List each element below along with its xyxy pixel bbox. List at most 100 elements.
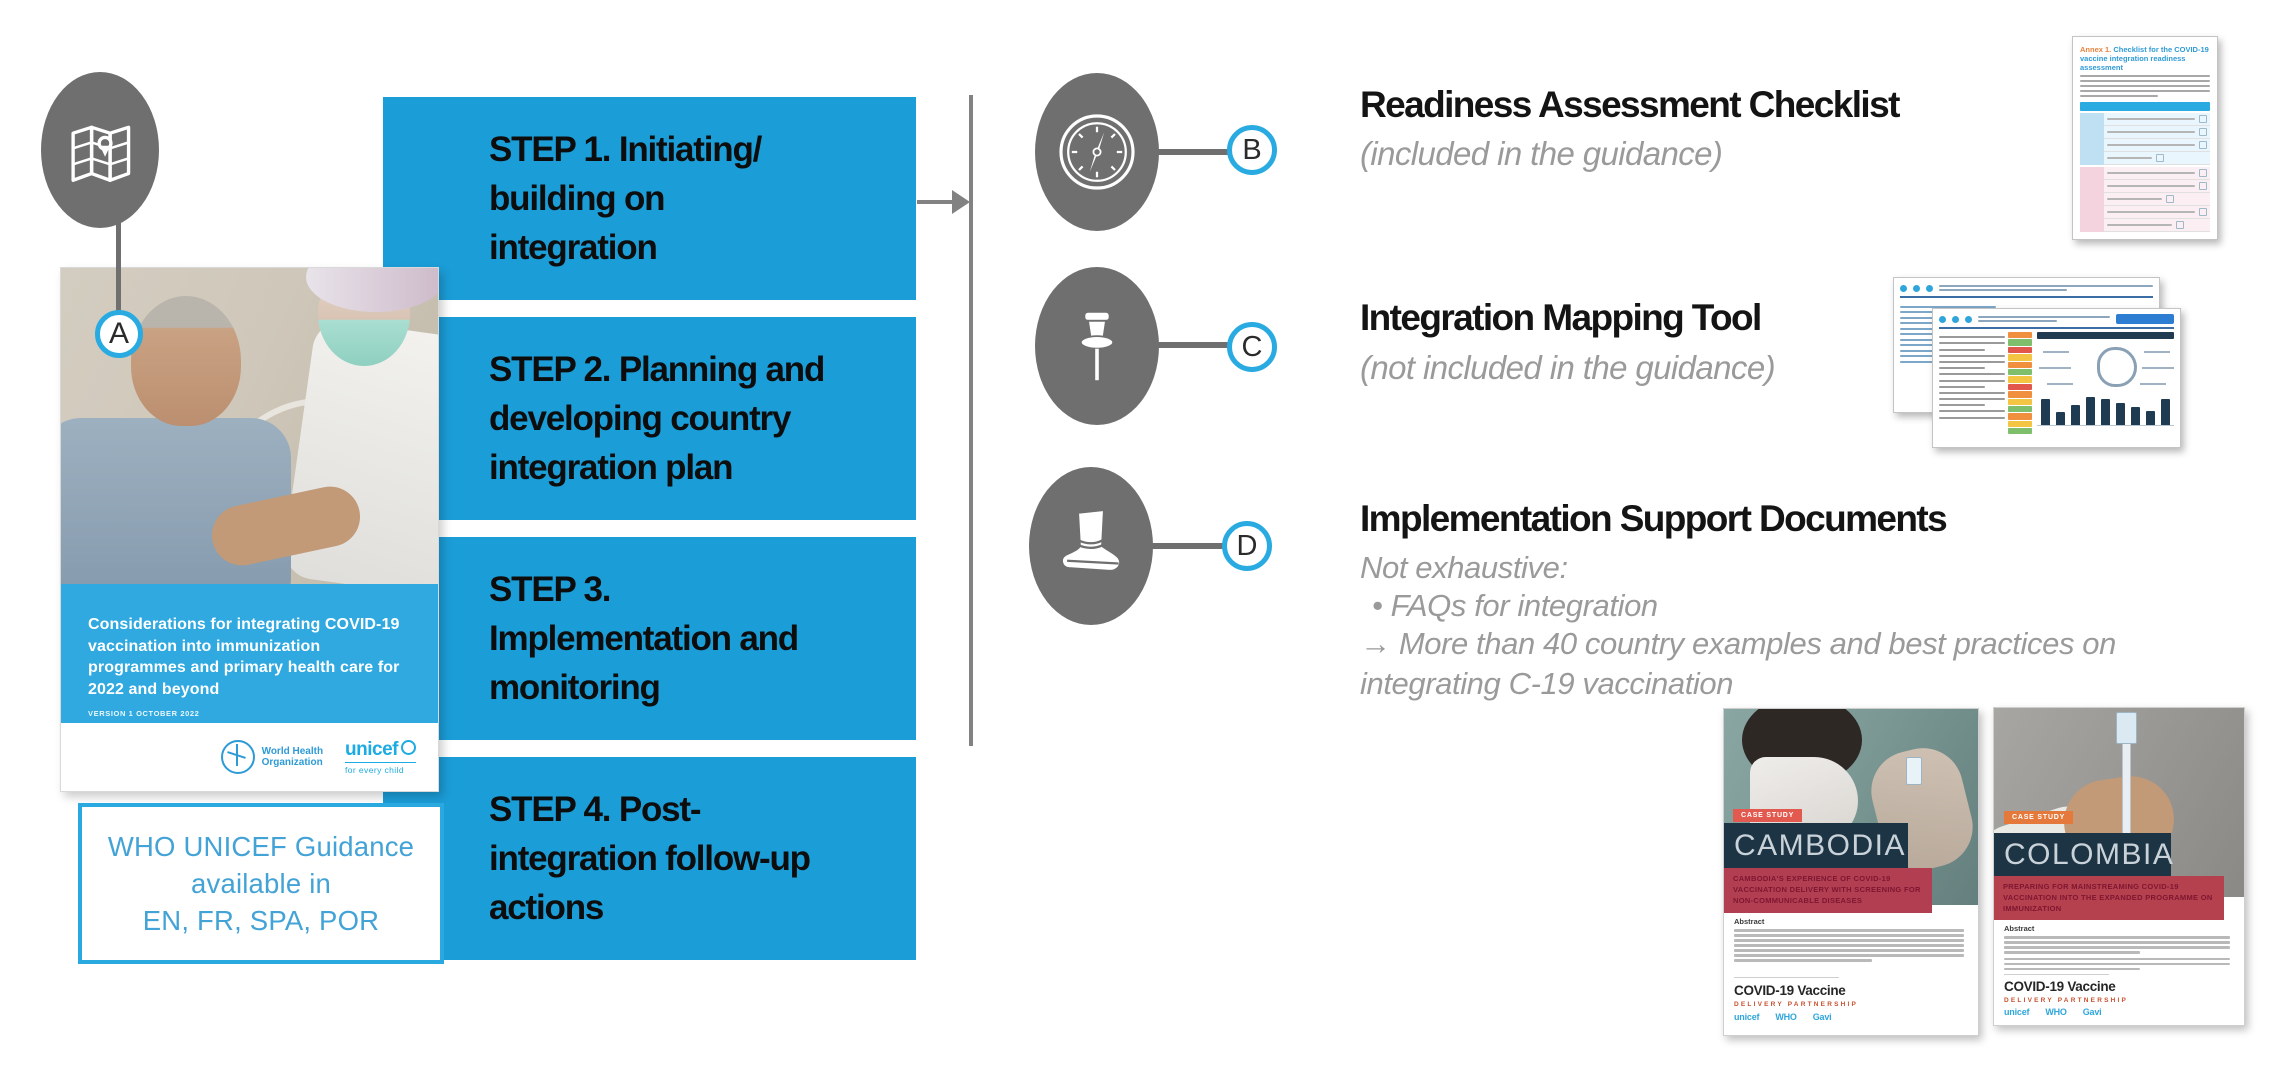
step-2-box: STEP 2. Planning and developing country …: [383, 317, 916, 520]
who-logo-line1: World Health: [261, 746, 324, 757]
folded-map-icon: [41, 72, 159, 228]
badge-c: C: [1227, 322, 1277, 372]
who-logo-small: WHO: [1775, 1012, 1797, 1022]
mapping-back-header: [1900, 283, 2153, 298]
step-3-line2: Implementation and: [489, 619, 799, 658]
colombia-divider: [2004, 974, 2109, 975]
colombia-abstract: Abstract: [2004, 924, 2230, 973]
colombia-case-study-tag: CASE STUDY: [2004, 811, 2074, 824]
case-study-card-cambodia: CASE STUDY CAMBODIA CAMBODIA'S EXPERIENC…: [1723, 708, 1979, 1036]
flow-arrow-line: [917, 200, 957, 204]
compass-icon: [1035, 73, 1159, 231]
resource-d-note-intro: Not exhaustive:: [1360, 550, 1568, 585]
step-4-line1: STEP 4. Post-: [489, 790, 702, 829]
colombia-country-name: COLOMBIA: [2004, 837, 2175, 871]
colombia-partner-logos: unicef WHO Gavi: [2004, 1007, 2102, 1017]
step-3-line3: monitoring: [489, 668, 661, 707]
checklist-thumb-title-prefix: Annex 1.: [2080, 45, 2112, 54]
colombia-abstract-label: Abstract: [2004, 924, 2035, 933]
colombia-brand: COVID-19 Vaccine: [2004, 979, 2116, 994]
mapping-front-row-labels: [1939, 332, 2005, 434]
checklist-table-header: [2080, 102, 2210, 111]
colombia-brand-sub: DELIVERY PARTNERSHIP: [2004, 997, 2129, 1004]
who-logo: World Health Organization: [220, 740, 324, 774]
resource-c-subtitle: (not included in the guidance): [1360, 349, 1776, 386]
compass-glyph: [1059, 114, 1135, 190]
who-logo-small: WHO: [2045, 1007, 2067, 1017]
cambodia-country-band: CAMBODIA: [1724, 823, 1908, 868]
resource-d-title: Implementation Support Documents: [1360, 498, 1948, 539]
step-1-line2: building on: [489, 179, 666, 218]
step-2-line3: integration plan: [489, 448, 734, 487]
mapping-tool-thumbnail-front: [1932, 308, 2181, 448]
badge-a: A: [95, 310, 143, 358]
readiness-checklist-thumbnail: Annex 1. Checklist for the COVID-19 vacc…: [2072, 36, 2218, 240]
guidance-box-line2: available in: [191, 868, 331, 899]
step-1-line1: STEP 1. Initiating/: [489, 130, 762, 169]
checklist-thumb-title: Annex 1. Checklist for the COVID-19 vacc…: [2080, 45, 2209, 72]
connector-line-b: [1157, 149, 1229, 155]
cambodia-divider: [1734, 977, 1839, 978]
step-2-line2: developing country: [489, 399, 791, 438]
step-4-line3: actions: [489, 888, 604, 927]
colombia-title-band: PREPARING FOR MAINSTREAMING COVID-19 VAC…: [1994, 876, 2224, 920]
cambodia-case-study-tag: CASE STUDY: [1733, 809, 1803, 822]
guidance-languages-box: WHO UNICEF Guidance available in EN, FR,…: [78, 803, 444, 964]
who-logo-line2: Organization: [261, 757, 323, 768]
badge-b: B: [1227, 125, 1277, 175]
unicef-logo: unicef for every child: [345, 739, 416, 775]
resource-b-title: Readiness Assessment Checklist: [1360, 84, 1900, 125]
step-1-line3: integration: [489, 228, 658, 267]
connector-line-c: [1157, 342, 1229, 348]
boot-icon: [1029, 467, 1153, 625]
cover-photo-illustration: [61, 268, 438, 584]
mapping-mini-bar-chart: [2037, 391, 2174, 426]
gavi-logo-small: Gavi: [2082, 1007, 2102, 1017]
mapping-front-header: [1939, 314, 2174, 329]
unicef-globe-icon: [401, 740, 416, 755]
unicef-wordmark: unicef: [345, 739, 398, 760]
cambodia-country-name: CAMBODIA: [1734, 828, 1907, 862]
mapping-heatmap-column: [2008, 332, 2032, 435]
unicef-logo-small: unicef: [2004, 1007, 2030, 1017]
guidance-box-line3: EN, FR, SPA, POR: [142, 905, 380, 936]
who-emblem-icon: [220, 740, 255, 774]
step-3-box: STEP 3. Implementation and monitoring: [383, 537, 916, 740]
flow-arrow-head-icon: [952, 190, 970, 214]
cambodia-abstract-label: Abstract: [1734, 917, 1765, 926]
cover-version: VERSION 1 OCTOBER 2022: [88, 709, 200, 718]
cambodia-partner-logos: unicef WHO Gavi: [1734, 1012, 1832, 1022]
colombia-country-band: COLOMBIA: [1994, 833, 2175, 876]
case-study-card-colombia: CASE STUDY COLOMBIA PREPARING FOR MAINST…: [1993, 707, 2245, 1026]
cambodia-title-band: CAMBODIA'S EXPERIENCE OF COVID-19 VACCIN…: [1724, 868, 1932, 913]
pushpin-glyph: [1079, 310, 1115, 381]
connector-line-d: [1151, 543, 1223, 549]
colombia-case-title: PREPARING FOR MAINSTREAMING COVID-19 VAC…: [2003, 882, 2213, 913]
badge-d: D: [1222, 521, 1272, 571]
checklist-table-group-pink: [2080, 167, 2210, 232]
checklist-table-group-blue: [2080, 113, 2210, 165]
cambodia-abstract: Abstract: [1734, 917, 1964, 964]
unicef-tagline: for every child: [345, 762, 416, 775]
step-1-box: STEP 1. Initiating/ building on integrat…: [383, 97, 916, 300]
connector-line-a: [116, 222, 121, 318]
cover-title: Considerations for integrating COVID-19 …: [88, 616, 400, 698]
cover-logo-band: World Health Organization unicef for eve…: [61, 723, 438, 791]
guidance-cover-document: Considerations for integrating COVID-19 …: [60, 267, 439, 792]
step-3-line1: STEP 3.: [489, 570, 611, 609]
step-4-line2: integration follow-up: [489, 839, 811, 878]
resource-c-title: Integration Mapping Tool: [1360, 297, 1762, 338]
gavi-logo-small: Gavi: [1812, 1012, 1832, 1022]
mapping-panel-header: [2037, 332, 2174, 339]
resource-d-note-arrow: → More than 40 country examples and best…: [1360, 626, 2116, 701]
step-2-line1: STEP 2. Planning and: [489, 350, 825, 389]
cover-title-band: Considerations for integrating COVID-19 …: [61, 584, 438, 723]
step-4-box: STEP 4. Post- integration follow-up acti…: [383, 757, 916, 960]
cambodia-brand: COVID-19 Vaccine: [1734, 983, 1846, 998]
checklist-thumb-paragraph: [2080, 74, 2210, 97]
mapping-circle-diagram: [2037, 339, 2174, 391]
guidance-box-line1: WHO UNICEF Guidance: [107, 831, 415, 862]
map-glyph: [71, 125, 131, 182]
resource-b-subtitle: (included in the guidance): [1360, 135, 1723, 172]
